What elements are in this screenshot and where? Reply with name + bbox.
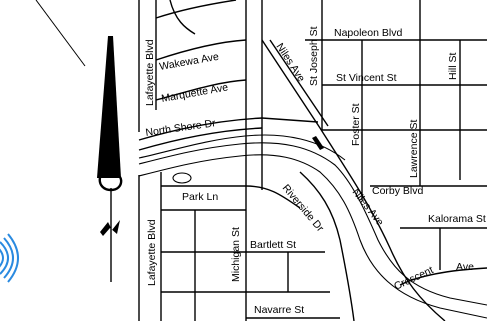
river xyxy=(138,154,487,319)
riverside-dr-line xyxy=(299,171,355,321)
label-napoleon-blvd: Napoleon Blvd xyxy=(334,27,402,39)
north-shore-dr-line xyxy=(138,117,319,141)
label-michigan-st: Michigan St xyxy=(230,227,242,282)
label-marquette-ave: Marquette Ave xyxy=(160,81,229,105)
label-corby-blvd: Corby Blvd xyxy=(372,185,424,197)
label-wakewa-ave: Wakewa Ave xyxy=(158,51,219,73)
label-park-ln: Park Ln xyxy=(182,191,218,203)
north-arrow-icon xyxy=(97,36,123,282)
wakewa-ave-line xyxy=(155,39,247,61)
label-lafayette-blvd-south: Lafayette Blvd xyxy=(146,219,158,286)
label-riverside-dr: Riverside Dr xyxy=(280,182,327,234)
marquette-ave-line xyxy=(155,79,247,101)
label-ave: Ave xyxy=(456,261,474,273)
label-hill-st: Hill St xyxy=(447,52,459,80)
label-navarre-st: Navarre St xyxy=(254,304,304,316)
label-kalorama-st: Kalorama St xyxy=(428,213,486,225)
map-border-line xyxy=(35,0,86,67)
label-lafayette-blvd-north: Lafayette Blvd xyxy=(144,39,156,106)
park-ln-line xyxy=(161,185,301,209)
accent-mark xyxy=(0,233,19,283)
label-niles-ave-north: Niles Ave xyxy=(273,41,307,84)
label-lawrence-st: Lawrence St xyxy=(408,120,420,178)
label-bartlett-st: Bartlett St xyxy=(250,239,296,251)
label-st-joseph-st: St Joseph St xyxy=(308,26,320,86)
label-north-shore-dr: North Shore Dr xyxy=(145,117,217,139)
island xyxy=(172,172,192,184)
niles-ave-line xyxy=(261,39,446,321)
label-st-vincent-st: St Vincent St xyxy=(336,72,397,84)
label-foster-st: Foster St xyxy=(350,103,362,146)
small-marker-icon xyxy=(312,136,324,150)
crescent-ave-line xyxy=(399,267,487,286)
